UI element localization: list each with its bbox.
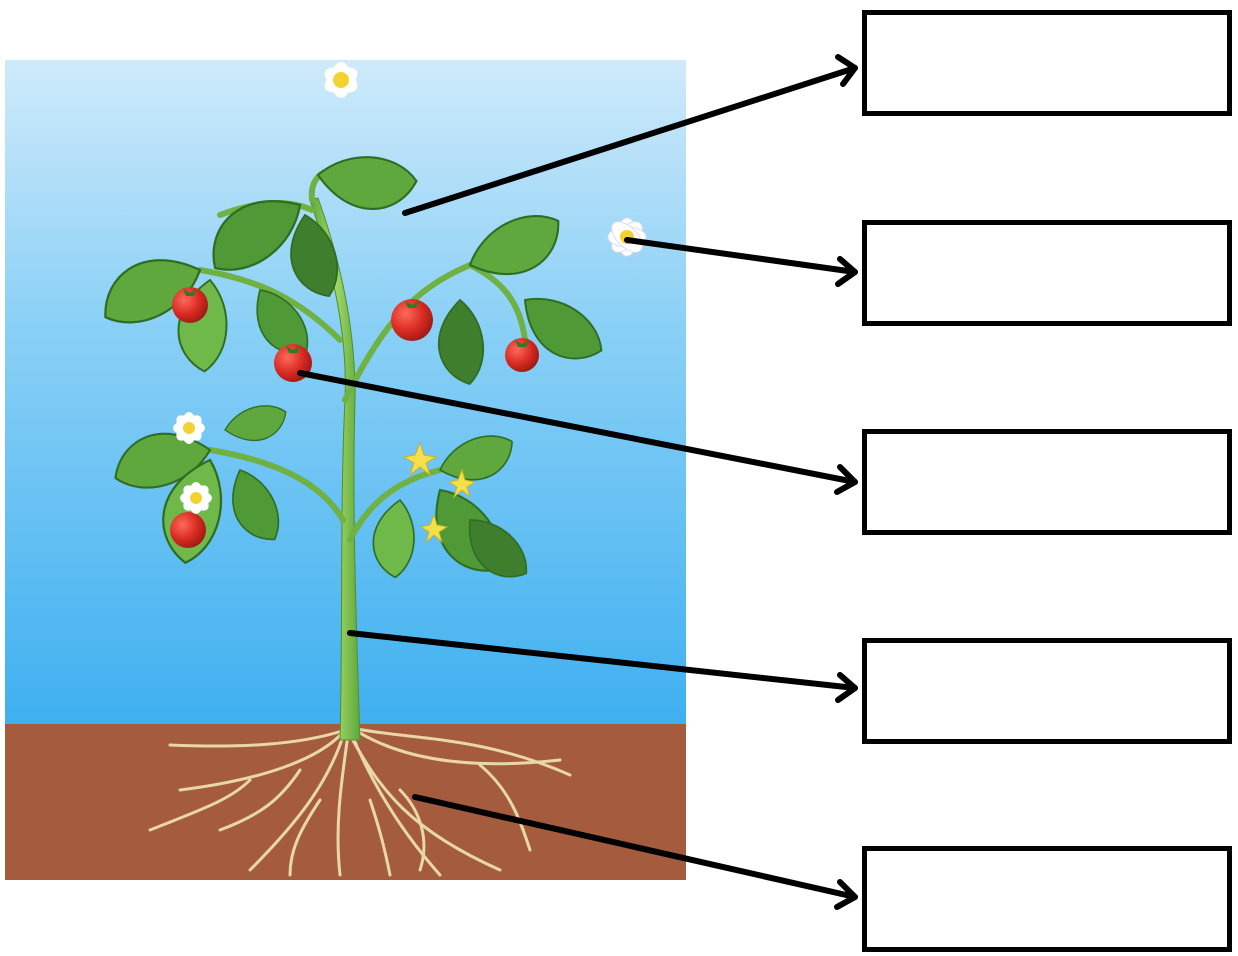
label-box-fruit[interactable]: [862, 429, 1232, 535]
label-box-root[interactable]: [862, 846, 1232, 952]
tomato: [172, 287, 208, 323]
label-box-stem[interactable]: [862, 638, 1232, 744]
label-box-leaf[interactable]: [862, 10, 1232, 116]
label-box-flower[interactable]: [862, 220, 1232, 326]
tomato: [505, 338, 539, 372]
tomato: [170, 512, 206, 548]
